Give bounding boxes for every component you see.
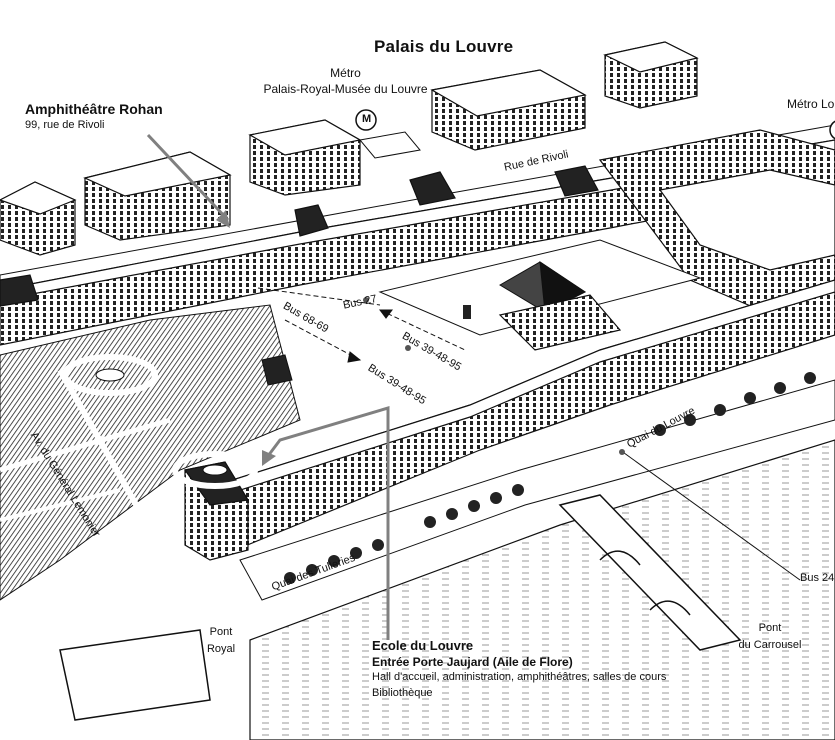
pointer-lines [146, 133, 390, 640]
amphitheatre-name: Amphithéâtre Rohan [25, 101, 163, 117]
bus-24-label: Bus 24 [800, 572, 835, 584]
metro-label-line1: Métro [330, 66, 361, 80]
pont-royal-label-2: Royal [206, 643, 236, 655]
ecole-name: Ecole du Louvre [372, 638, 474, 653]
arc-small-statue [463, 305, 471, 319]
metro-label-east: Métro Lo [787, 97, 835, 111]
ecole-entrance: Entrée Porte Jaujard (Aile de Flore) [372, 655, 573, 669]
metro-icon [355, 109, 377, 131]
pont-royal-label-1: Pont [209, 626, 233, 638]
tuileries-garden [0, 304, 301, 602]
map-title: Palais du Louvre [374, 37, 514, 56]
pont-du-carrousel [558, 494, 742, 651]
pont-carrousel-label-1: Pont [758, 622, 782, 634]
arc-du-carrousel [261, 354, 293, 386]
ecole-description: Hall d'accueil, administration, amphithé… [372, 671, 667, 683]
metro-icon-2 [829, 120, 835, 140]
trees [284, 372, 816, 584]
ecole-arrowhead [262, 450, 276, 466]
north-buildings [0, 41, 699, 256]
pont-royal [59, 629, 211, 721]
amphitheatre-arrowhead [216, 210, 230, 228]
cour-carree [598, 129, 835, 311]
bus-route-lines [257, 287, 801, 581]
amphitheatre-address: 99, rue de Rivoli [25, 119, 105, 131]
metro-symbol: M [362, 113, 372, 125]
metro-entrance-block [359, 131, 421, 159]
bus-stops [363, 297, 625, 455]
ecole-library: Bibliothèque [372, 687, 433, 699]
metro-label-line2: Palais-Royal-Musée du Louvre [263, 82, 428, 96]
seine-river [249, 439, 835, 740]
pont-carrousel-label-2: du Carrousel [738, 639, 802, 651]
